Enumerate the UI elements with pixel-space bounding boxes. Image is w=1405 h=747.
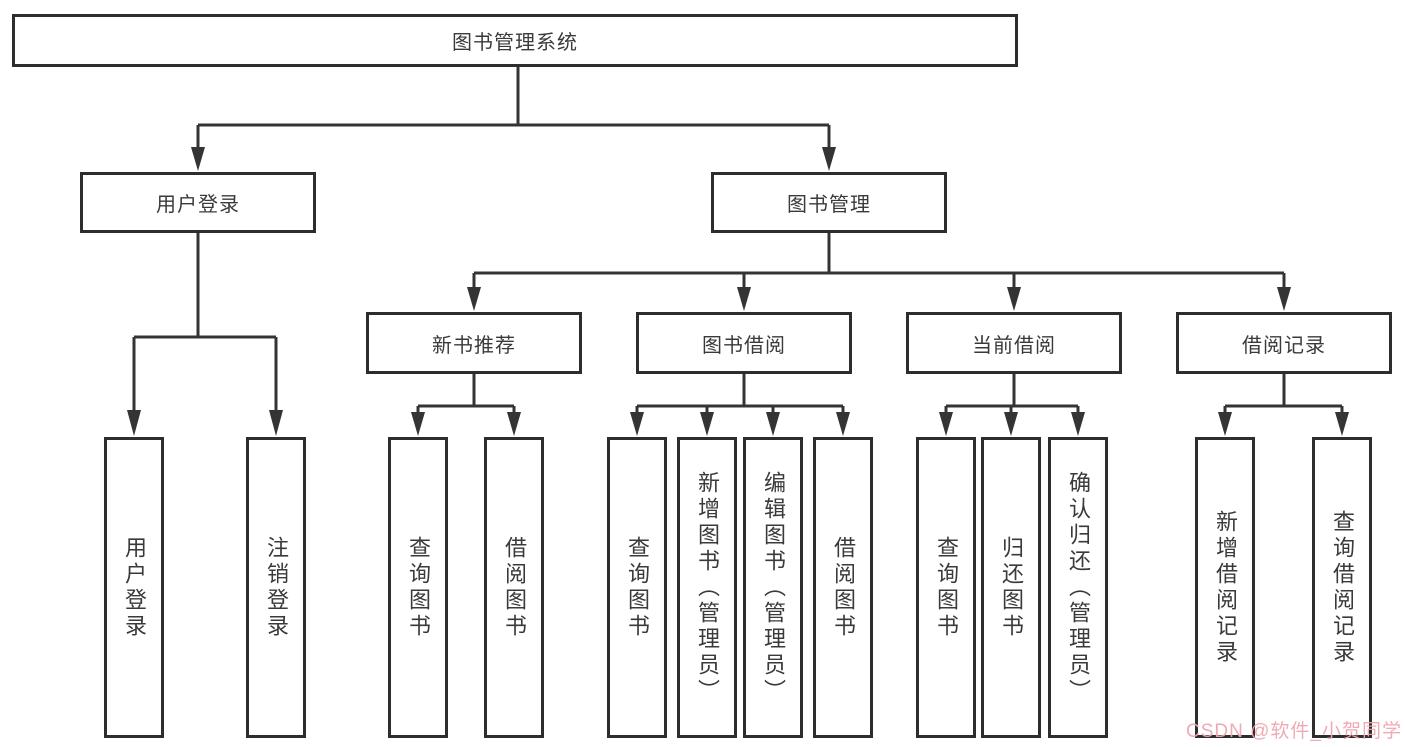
leaf-label: 新增图书（管理员）	[695, 470, 720, 705]
leaf-query-books-1: 查询图书	[388, 437, 448, 738]
leaf-label: 查询借阅记录	[1330, 509, 1355, 666]
node-book-management-label: 图书管理	[787, 194, 871, 216]
node-book-management: 图书管理	[711, 172, 947, 233]
node-book-borrow: 图书借阅	[636, 312, 852, 374]
leaf-add-books-admin: 新增图书（管理员）	[677, 437, 737, 738]
node-root-label: 图书管理系统	[452, 32, 578, 54]
csdn-watermark: CSDN @软件_小贺同学	[1186, 721, 1402, 742]
leaf-label: 编辑图书（管理员）	[761, 470, 786, 705]
leaf-borrow-books-1: 借阅图书	[484, 437, 544, 738]
node-user-login: 用户登录	[80, 172, 316, 233]
leaf-label: 查询图书	[934, 535, 959, 640]
node-root: 图书管理系统	[12, 14, 1018, 67]
leaf-label: 注销登录	[264, 535, 289, 640]
arrowheads	[127, 147, 1349, 436]
leaf-add-borrow-record: 新增借阅记录	[1195, 437, 1255, 738]
leaf-label: 借阅图书	[502, 535, 527, 640]
node-user-login-label: 用户登录	[156, 194, 240, 216]
leaf-logout: 注销登录	[246, 437, 306, 738]
leaf-label: 借阅图书	[831, 535, 856, 640]
leaf-borrow-books-2: 借阅图书	[813, 437, 873, 738]
leaf-label: 用户登录	[122, 535, 147, 640]
node-borrow-records: 借阅记录	[1176, 312, 1392, 374]
node-new-book-recommend: 新书推荐	[366, 312, 582, 374]
leaf-label: 查询图书	[625, 535, 650, 640]
node-book-borrow-label: 图书借阅	[702, 334, 786, 357]
leaf-user-login: 用户登录	[104, 437, 164, 738]
leaf-query-borrow-record: 查询借阅记录	[1312, 437, 1372, 738]
node-new-book-recommend-label: 新书推荐	[432, 334, 516, 357]
leaf-label: 新增借阅记录	[1213, 509, 1238, 666]
leaf-confirm-return-admin: 确认归还（管理员）	[1048, 437, 1108, 738]
leaf-query-books-2: 查询图书	[607, 437, 667, 738]
leaf-label: 确认归还（管理员）	[1066, 470, 1091, 705]
leaf-edit-books-admin: 编辑图书（管理员）	[743, 437, 803, 738]
node-borrow-records-label: 借阅记录	[1242, 334, 1326, 357]
node-current-borrow-label: 当前借阅	[972, 334, 1056, 357]
node-current-borrow: 当前借阅	[906, 312, 1122, 374]
leaf-query-books-3: 查询图书	[916, 437, 976, 738]
leaf-label: 查询图书	[406, 535, 431, 640]
leaf-return-books: 归还图书	[981, 437, 1041, 738]
leaf-label: 归还图书	[999, 535, 1024, 640]
